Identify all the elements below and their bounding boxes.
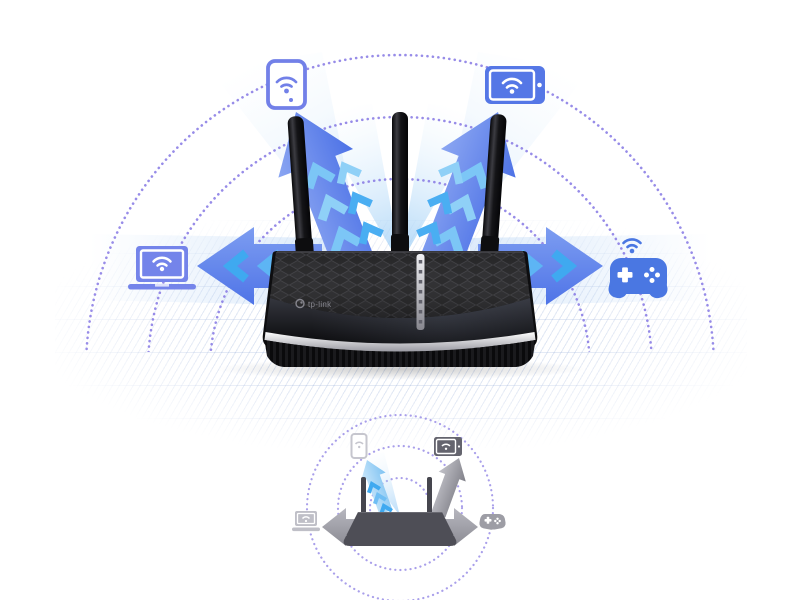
router-image: tp-link <box>215 112 585 380</box>
wifi-dot <box>284 88 289 94</box>
wifi-waves-icon <box>441 443 451 447</box>
wifi-waves-icon <box>354 441 364 445</box>
wifi-dot <box>304 519 308 523</box>
wifi-dot <box>159 266 165 272</box>
wifi-dot <box>629 248 635 254</box>
wifi-waves-icon <box>301 516 311 520</box>
dotted-arc <box>85 53 715 352</box>
mini-tablet-screen <box>435 438 457 455</box>
mini-laptop-border <box>296 512 316 525</box>
wifi-dot <box>444 447 448 450</box>
router-front-sheen <box>265 298 535 344</box>
wifi-waves-icon <box>501 77 523 89</box>
mini-dotted-circles <box>305 413 495 600</box>
mini-button <box>496 522 499 525</box>
camera-dot <box>457 445 461 448</box>
tablet-wifi-icon <box>485 66 545 104</box>
wifi-waves-icon <box>622 238 642 249</box>
wifi-dot <box>509 89 515 94</box>
gamepad-wifi-icon <box>608 238 668 299</box>
mini-laptop-base <box>292 527 320 532</box>
router-ribbed-base <box>264 340 536 367</box>
mini-button <box>496 517 499 520</box>
laptop-base <box>128 284 196 290</box>
gamepad-dpad <box>617 267 633 283</box>
mini-antenna-left <box>361 477 366 515</box>
dotted-circle <box>336 444 464 572</box>
laptop-screen-border <box>139 249 185 279</box>
mini-tablet-icon <box>434 437 462 456</box>
mini-dpad-v <box>486 516 490 524</box>
mini-diagram <box>292 413 506 600</box>
mini-button <box>498 519 501 523</box>
dotted-circle <box>305 413 495 600</box>
mini-laptop-screen <box>295 511 317 526</box>
mini-gamepad-icon <box>479 514 506 530</box>
router-silver-rim <box>264 332 536 352</box>
mini-button <box>494 519 497 523</box>
laptop-wifi-icon <box>128 246 196 290</box>
gamepad-buttons <box>644 267 660 283</box>
mini-smartphone-icon <box>350 433 368 459</box>
camera-dot <box>537 82 542 88</box>
smartphone-wifi-icon <box>266 59 307 110</box>
tp-link-logo: tp-link <box>295 298 332 309</box>
mini-laptop-icon <box>292 511 320 532</box>
wifi-waves-icon <box>152 256 172 267</box>
mini-router <box>343 477 457 546</box>
wifi-waves-icon <box>275 76 298 88</box>
tp-link-logo-text: tp-link <box>308 300 332 309</box>
router-antenna-middle <box>391 112 409 254</box>
mini-antenna-right <box>427 477 432 515</box>
mini-router-body <box>343 512 457 546</box>
wifi-dot <box>358 445 361 449</box>
tablet-screen <box>488 69 536 101</box>
gamepad-body <box>610 258 667 294</box>
laptop-hinge-notch <box>155 284 169 287</box>
home-button-dot <box>289 98 293 102</box>
router-top-sheen <box>270 252 530 318</box>
